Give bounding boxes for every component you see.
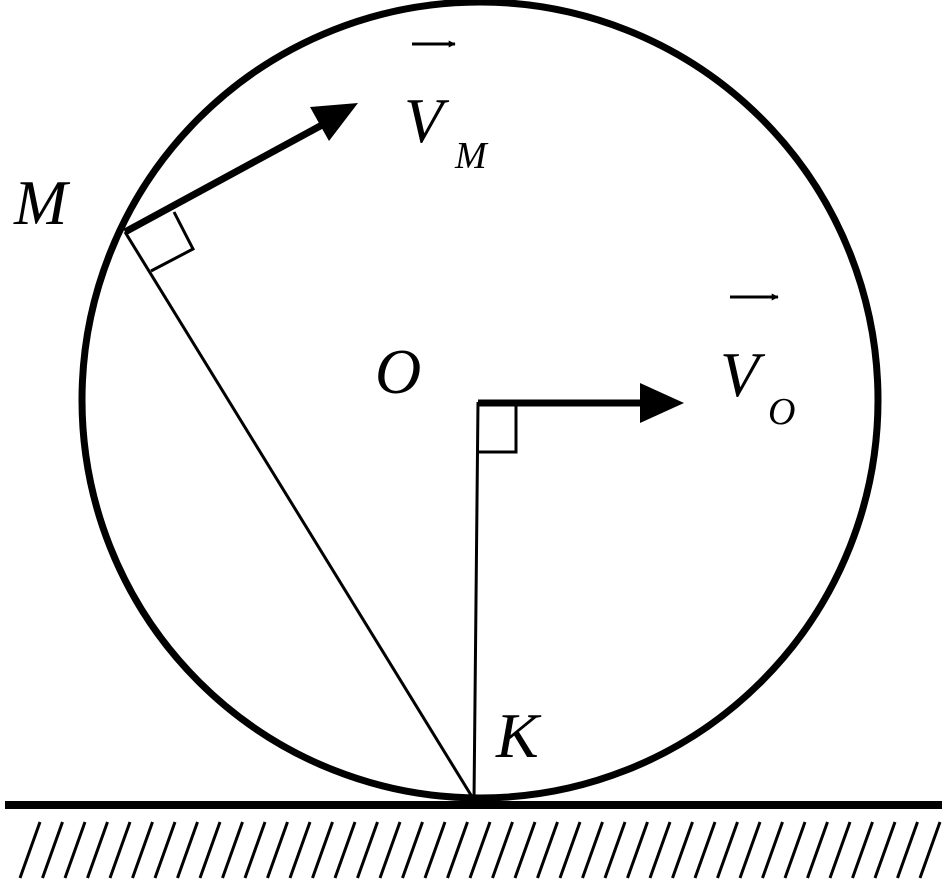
hatch-line xyxy=(468,821,492,879)
hatch-line xyxy=(131,821,154,879)
velocity-m-arrowhead xyxy=(310,103,358,141)
velocity-o-letter: V xyxy=(720,339,766,410)
point-m-label: M xyxy=(13,167,71,238)
velocity-m-subscript: M xyxy=(454,135,489,177)
hatch-line xyxy=(18,821,42,879)
hatch-line xyxy=(806,821,829,879)
velocity-o-subscript: O xyxy=(768,391,795,433)
hatch-line xyxy=(851,821,874,879)
hatch-line xyxy=(671,821,694,879)
hatch-line xyxy=(86,821,109,879)
hatch-line xyxy=(536,821,559,879)
hatch-line xyxy=(401,821,424,879)
hatch-line xyxy=(153,821,177,879)
hatch-line xyxy=(41,821,64,879)
hatch-line xyxy=(896,821,919,879)
hatch-line xyxy=(378,821,402,879)
wheel-circle xyxy=(78,0,882,802)
hatch-line xyxy=(513,821,537,879)
velocity-m-letter: V xyxy=(404,85,450,156)
hatch-line xyxy=(603,821,627,879)
segment-mk xyxy=(123,231,476,801)
hatch-line xyxy=(243,821,267,879)
hatch-line xyxy=(221,821,244,879)
ground-hatching xyxy=(18,821,942,879)
radius-ok xyxy=(472,401,480,801)
hatch-line xyxy=(446,821,469,879)
hatch-line xyxy=(288,821,312,879)
hatch-line xyxy=(558,821,582,879)
hatch-line xyxy=(693,821,717,879)
hatch-line xyxy=(108,821,132,879)
hatch-line xyxy=(716,821,739,879)
hatch-line xyxy=(738,821,762,879)
hatch-line xyxy=(176,821,199,879)
velocity-o-arrowhead xyxy=(640,383,684,423)
hatch-line xyxy=(828,821,852,879)
hatch-line xyxy=(918,821,942,879)
hatch-line xyxy=(198,821,222,879)
hatch-line xyxy=(783,821,807,879)
point-o-label: O xyxy=(375,336,421,407)
hatch-line xyxy=(356,821,379,879)
hatch-line xyxy=(63,821,87,879)
hatch-line xyxy=(333,821,357,879)
hatch-line xyxy=(423,821,447,879)
hatch-line xyxy=(648,821,672,879)
right-angle-marker-m xyxy=(150,211,196,273)
point-k-label: K xyxy=(495,700,542,771)
hatch-line xyxy=(761,821,784,879)
velocity-m-shaft xyxy=(123,121,324,236)
hatch-line xyxy=(491,821,514,879)
hatch-line xyxy=(873,821,897,879)
right-angle-marker-o xyxy=(478,404,518,454)
hatch-line xyxy=(626,821,649,879)
hatch-line xyxy=(311,821,334,879)
hatch-line xyxy=(266,821,289,879)
hatch-line xyxy=(581,821,604,879)
